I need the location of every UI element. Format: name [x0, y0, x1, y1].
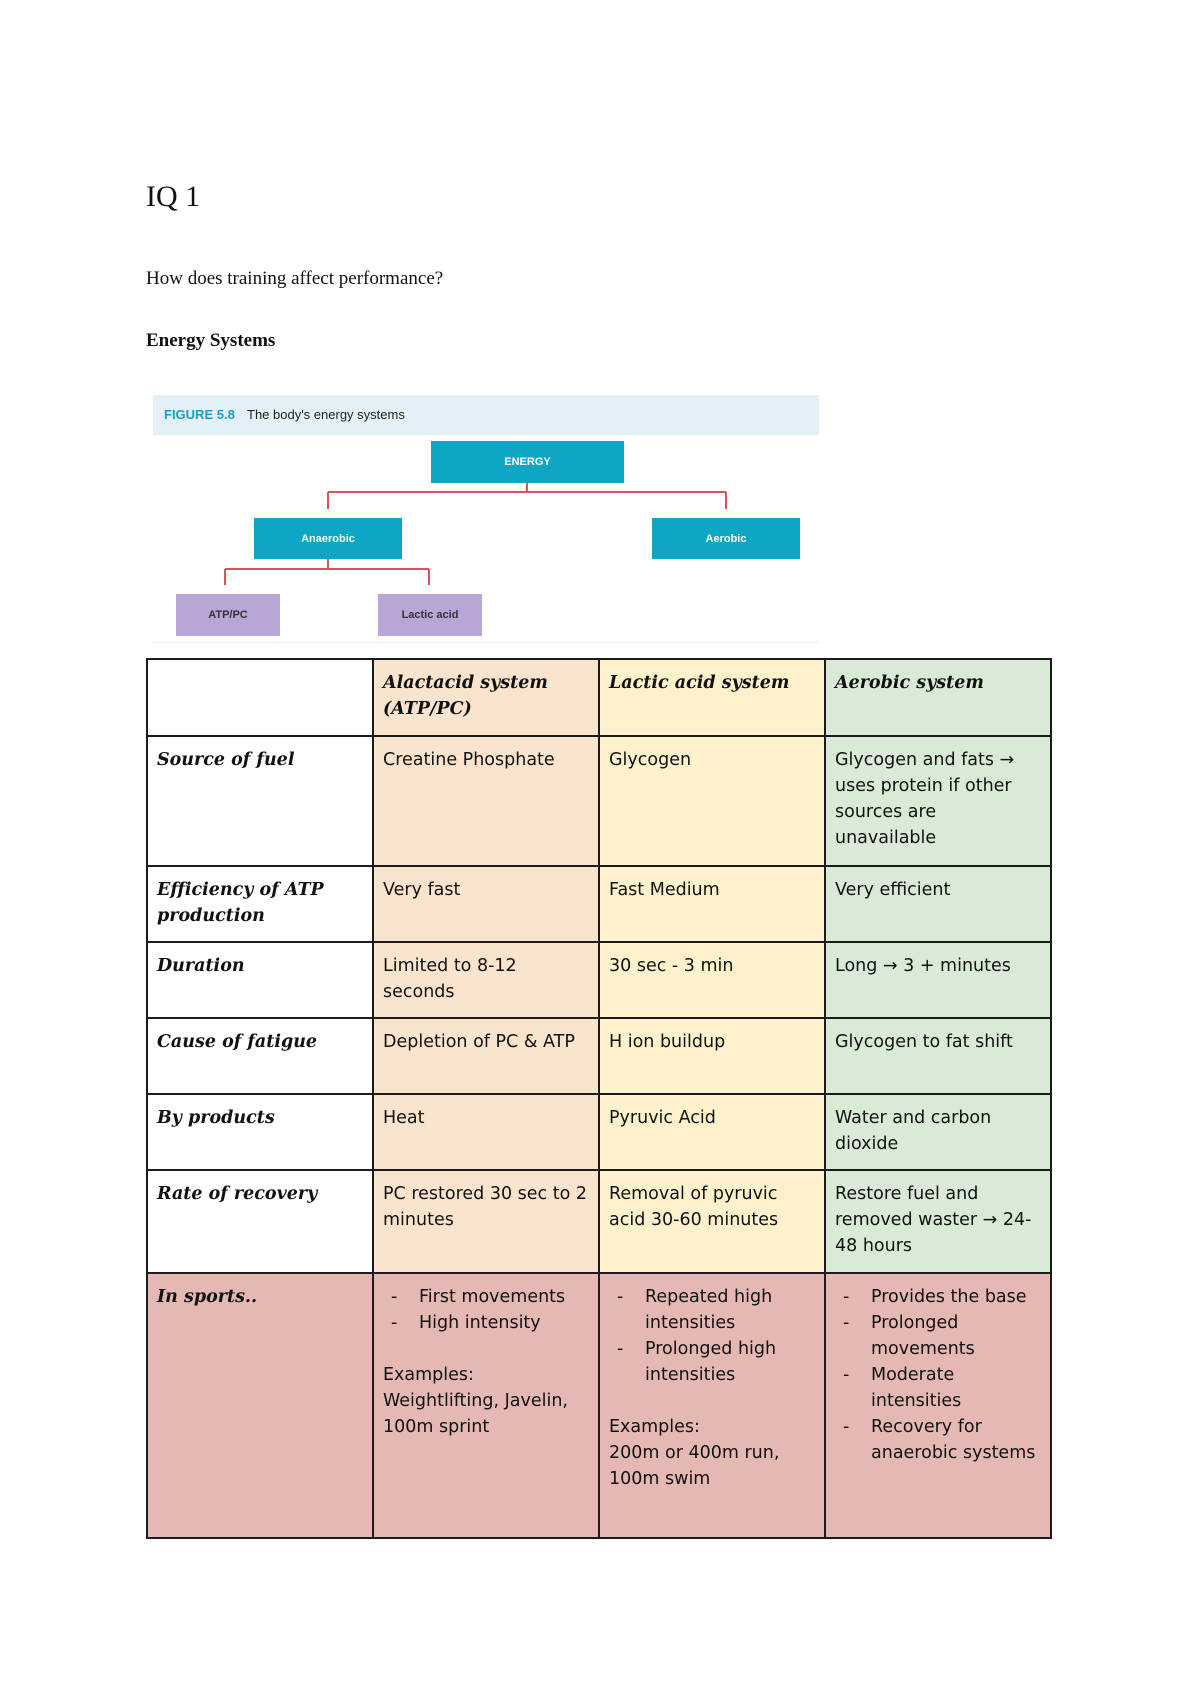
- row-label: Cause of fatigue: [146, 1017, 374, 1095]
- cell-alactacid: PC restored 30 sec to 2 minutes: [372, 1169, 600, 1274]
- node-energy: ENERGY: [431, 441, 624, 483]
- figure-caption: The body's energy systems: [247, 407, 405, 422]
- cell-sports-alactacid: First movements High intensity Examples:…: [372, 1272, 600, 1539]
- row-label: Efficiency of ATP production: [146, 865, 374, 943]
- cell-alactacid: Depletion of PC & ATP: [372, 1017, 600, 1095]
- list-item: Prolonged high intensities: [609, 1336, 816, 1388]
- header-aerobic: Aerobic system: [824, 658, 1052, 737]
- cell-aerobic: Water and carbon dioxide: [824, 1093, 1052, 1171]
- cell-aerobic: Restore fuel and removed waster → 24-48 …: [824, 1169, 1052, 1274]
- list-item: First movements: [383, 1284, 590, 1310]
- cell-lactic: Pyruvic Acid: [598, 1093, 826, 1171]
- cell-aerobic: Very efficient: [824, 865, 1052, 943]
- cell-aerobic: Glycogen to fat shift: [824, 1017, 1052, 1095]
- node-anaerobic: Anaerobic: [254, 518, 402, 559]
- row-label: In sports..: [146, 1272, 374, 1539]
- cell-aerobic: Glycogen and fats → uses protein if othe…: [824, 735, 1052, 867]
- bullet-list: Repeated high intensities Prolonged high…: [609, 1284, 816, 1388]
- table-row: Efficiency of ATP production Very fast F…: [146, 865, 1052, 943]
- cell-alactacid: Very fast: [372, 865, 600, 943]
- list-item: High intensity: [383, 1310, 590, 1336]
- examples-text: Weightlifting, Javelin, 100m sprint: [383, 1391, 568, 1437]
- examples-text: 200m or 400m run, 100m swim: [609, 1443, 780, 1489]
- cell-alactacid: Creatine Phosphate: [372, 735, 600, 867]
- cell-lactic: H ion buildup: [598, 1017, 826, 1095]
- cell-lactic: Fast Medium: [598, 865, 826, 943]
- header-alactacid: Alactacid system (ATP/PC): [372, 658, 600, 737]
- cell-alactacid: Limited to 8-12 seconds: [372, 941, 600, 1019]
- row-label: By products: [146, 1093, 374, 1171]
- list-item: Prolonged movements: [835, 1310, 1042, 1362]
- list-item: Provides the base: [835, 1284, 1042, 1310]
- table-row: By products Heat Pyruvic Acid Water and …: [146, 1093, 1052, 1171]
- list-item: Moderate intensities: [835, 1362, 1042, 1414]
- examples-label: Examples:: [383, 1365, 474, 1385]
- table-row: Cause of fatigue Depletion of PC & ATP H…: [146, 1017, 1052, 1095]
- cell-lactic: 30 sec - 3 min: [598, 941, 826, 1019]
- node-aerobic: Aerobic: [652, 518, 800, 559]
- cell-lactic: Removal of pyruvic acid 30-60 minutes: [598, 1169, 826, 1274]
- page-title: IQ 1: [146, 180, 201, 213]
- table-row: Source of fuel Creatine Phosphate Glycog…: [146, 735, 1052, 867]
- header-lactic: Lactic acid system: [598, 658, 826, 737]
- energy-systems-figure: FIGURE 5.8 The body's energy systems ENE…: [153, 395, 819, 643]
- figure-label: FIGURE 5.8: [164, 407, 235, 422]
- question-text: How does training affect performance?: [146, 268, 444, 289]
- examples-label: Examples:: [609, 1417, 700, 1437]
- list-item: Repeated high intensities: [609, 1284, 816, 1336]
- section-heading: Energy Systems: [146, 330, 276, 351]
- node-atp-pc: ATP/PC: [176, 594, 280, 636]
- node-lactic-acid: Lactic acid: [378, 594, 482, 636]
- cell-sports-aerobic: Provides the base Prolonged movements Mo…: [824, 1272, 1052, 1539]
- table-header-row: Alactacid system (ATP/PC) Lactic acid sy…: [146, 658, 1052, 737]
- list-item: Recovery for anaerobic systems: [835, 1414, 1042, 1466]
- figure-header: FIGURE 5.8 The body's energy systems: [153, 395, 819, 435]
- cell-lactic: Glycogen: [598, 735, 826, 867]
- row-label: Source of fuel: [146, 735, 374, 867]
- figure-connectors: [224, 479, 727, 585]
- row-label: Duration: [146, 941, 374, 1019]
- header-empty-cell: [146, 658, 374, 737]
- cell-aerobic: Long → 3 + minutes: [824, 941, 1052, 1019]
- table-row: Duration Limited to 8-12 seconds 30 sec …: [146, 941, 1052, 1019]
- cell-alactacid: Heat: [372, 1093, 600, 1171]
- cell-sports-lactic: Repeated high intensities Prolonged high…: [598, 1272, 826, 1539]
- table-row: Rate of recovery PC restored 30 sec to 2…: [146, 1169, 1052, 1274]
- table-row-sports: In sports.. First movements High intensi…: [146, 1272, 1052, 1539]
- row-label: Rate of recovery: [146, 1169, 374, 1274]
- bullet-list: First movements High intensity: [383, 1284, 590, 1336]
- energy-systems-table: Alactacid system (ATP/PC) Lactic acid sy…: [146, 658, 1052, 1539]
- bullet-list: Provides the base Prolonged movements Mo…: [835, 1284, 1042, 1466]
